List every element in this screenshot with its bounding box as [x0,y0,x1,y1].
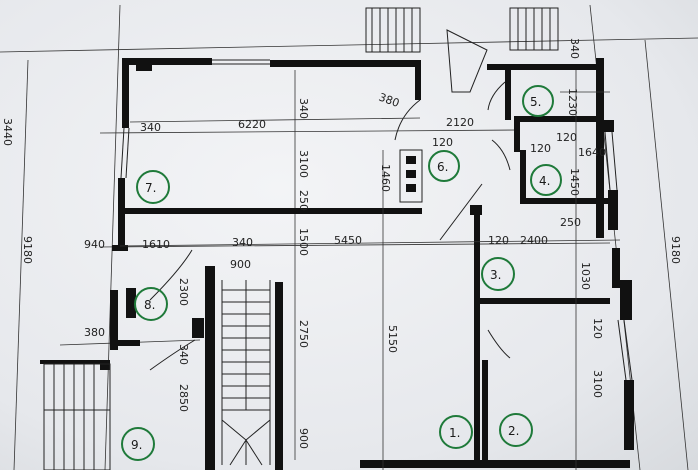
svg-text:9.: 9. [131,438,142,452]
room-2-marker: 2. [499,413,533,447]
dim-1610: 1610 [142,238,170,251]
dim-940: 940 [84,238,105,251]
svg-text:6.: 6. [437,160,448,174]
dim-1640: 1640 [578,146,606,159]
dim-380-bottom: 380 [84,326,105,339]
dim-3100b: 3100 [591,370,604,398]
dim-5150: 5150 [386,325,399,353]
dim-9180-left: 9180 [21,236,34,264]
dim-340-right: 340 [568,38,581,59]
dim-1030: 1030 [579,262,592,290]
dim-9180-right: 9180 [669,236,682,264]
entry-chute [446,29,488,93]
room-9-marker: 9. [121,427,155,461]
dim-340-bottom: 340 [177,344,190,365]
room-8-marker: 8. [134,287,168,321]
stair-main [221,280,271,466]
walls [40,58,634,470]
dim-6220: 6220 [238,118,266,131]
cooker [399,149,423,203]
dim-250a: 250 [297,190,310,211]
room-7-marker: 7. [136,170,170,204]
dim-120e: 120 [591,318,604,339]
svg-text:4.: 4. [539,174,550,188]
dim-2300: 2300 [177,278,190,306]
dim-1460: 1460 [379,164,392,192]
dim-120c: 120 [530,142,551,155]
dim-900b: 900 [297,428,310,449]
dim-2400: 2400 [520,234,548,247]
svg-text:8.: 8. [144,298,155,312]
dim-380-top: 380 [377,91,401,110]
room-4-marker: 4. [530,164,562,196]
room-3-marker: 3. [481,257,515,291]
stair-bottom-left [43,363,111,470]
dim-340-mid: 340 [232,236,253,249]
svg-text:2.: 2. [508,424,519,438]
room-markers: 1. 2. 3. 4. 5. 6. 7. 8. 9. [121,85,562,461]
dimension-labels: 340 6220 340 3100 250 380 2120 120 1230 … [1,38,682,449]
stair-top-left [365,7,421,53]
dim-340-top: 340 [297,98,310,119]
room-1-marker: 1. [439,415,473,449]
dim-3100: 3100 [297,150,310,178]
dim-2120: 2120 [446,116,474,129]
svg-text:5.: 5. [530,95,541,109]
room-6-marker: 6. [428,150,460,182]
svg-text:7.: 7. [145,181,156,195]
dim-2850: 2850 [177,384,190,412]
dim-5450: 5450 [334,234,362,247]
dim-2750: 2750 [297,320,310,348]
svg-text:1.: 1. [449,426,460,440]
dim-1230: 1230 [566,88,579,116]
room-5-marker: 5. [522,85,554,117]
windows [120,59,633,381]
svg-text:3.: 3. [490,268,501,282]
dim-250b: 250 [560,216,581,229]
dim-3440: 3440 [1,118,14,146]
door-swings [149,81,511,371]
dim-1450: 1450 [568,168,581,196]
stair-top-right [509,7,559,51]
dim-900a: 900 [230,258,251,271]
dim-1500: 1500 [297,228,310,256]
dim-120b: 120 [556,131,577,144]
dimension-lines [119,70,621,470]
dim-120a: 120 [432,136,453,149]
dim-340-left: 340 [140,121,161,134]
dim-120d: 120 [488,234,509,247]
